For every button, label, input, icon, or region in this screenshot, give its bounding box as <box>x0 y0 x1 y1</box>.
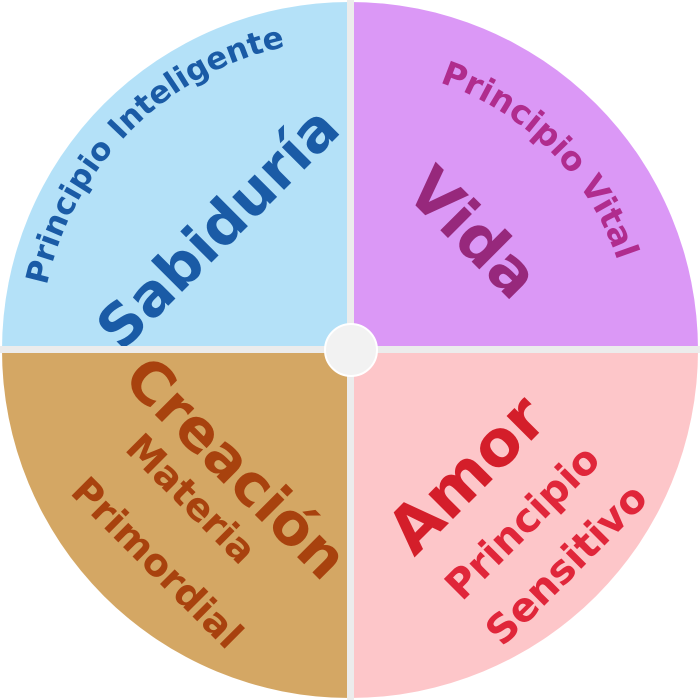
quadrant-top-left: Principio Inteligente Sabiduría <box>2 2 352 362</box>
quadrant-bottom-left: Creación Materia Primordial <box>2 343 361 698</box>
quadrant-bottom-right: Amor Principio Sensitivo <box>350 350 698 698</box>
center-hub <box>324 323 378 377</box>
quadrant-top-right: Principio Vital Vida <box>350 2 698 350</box>
